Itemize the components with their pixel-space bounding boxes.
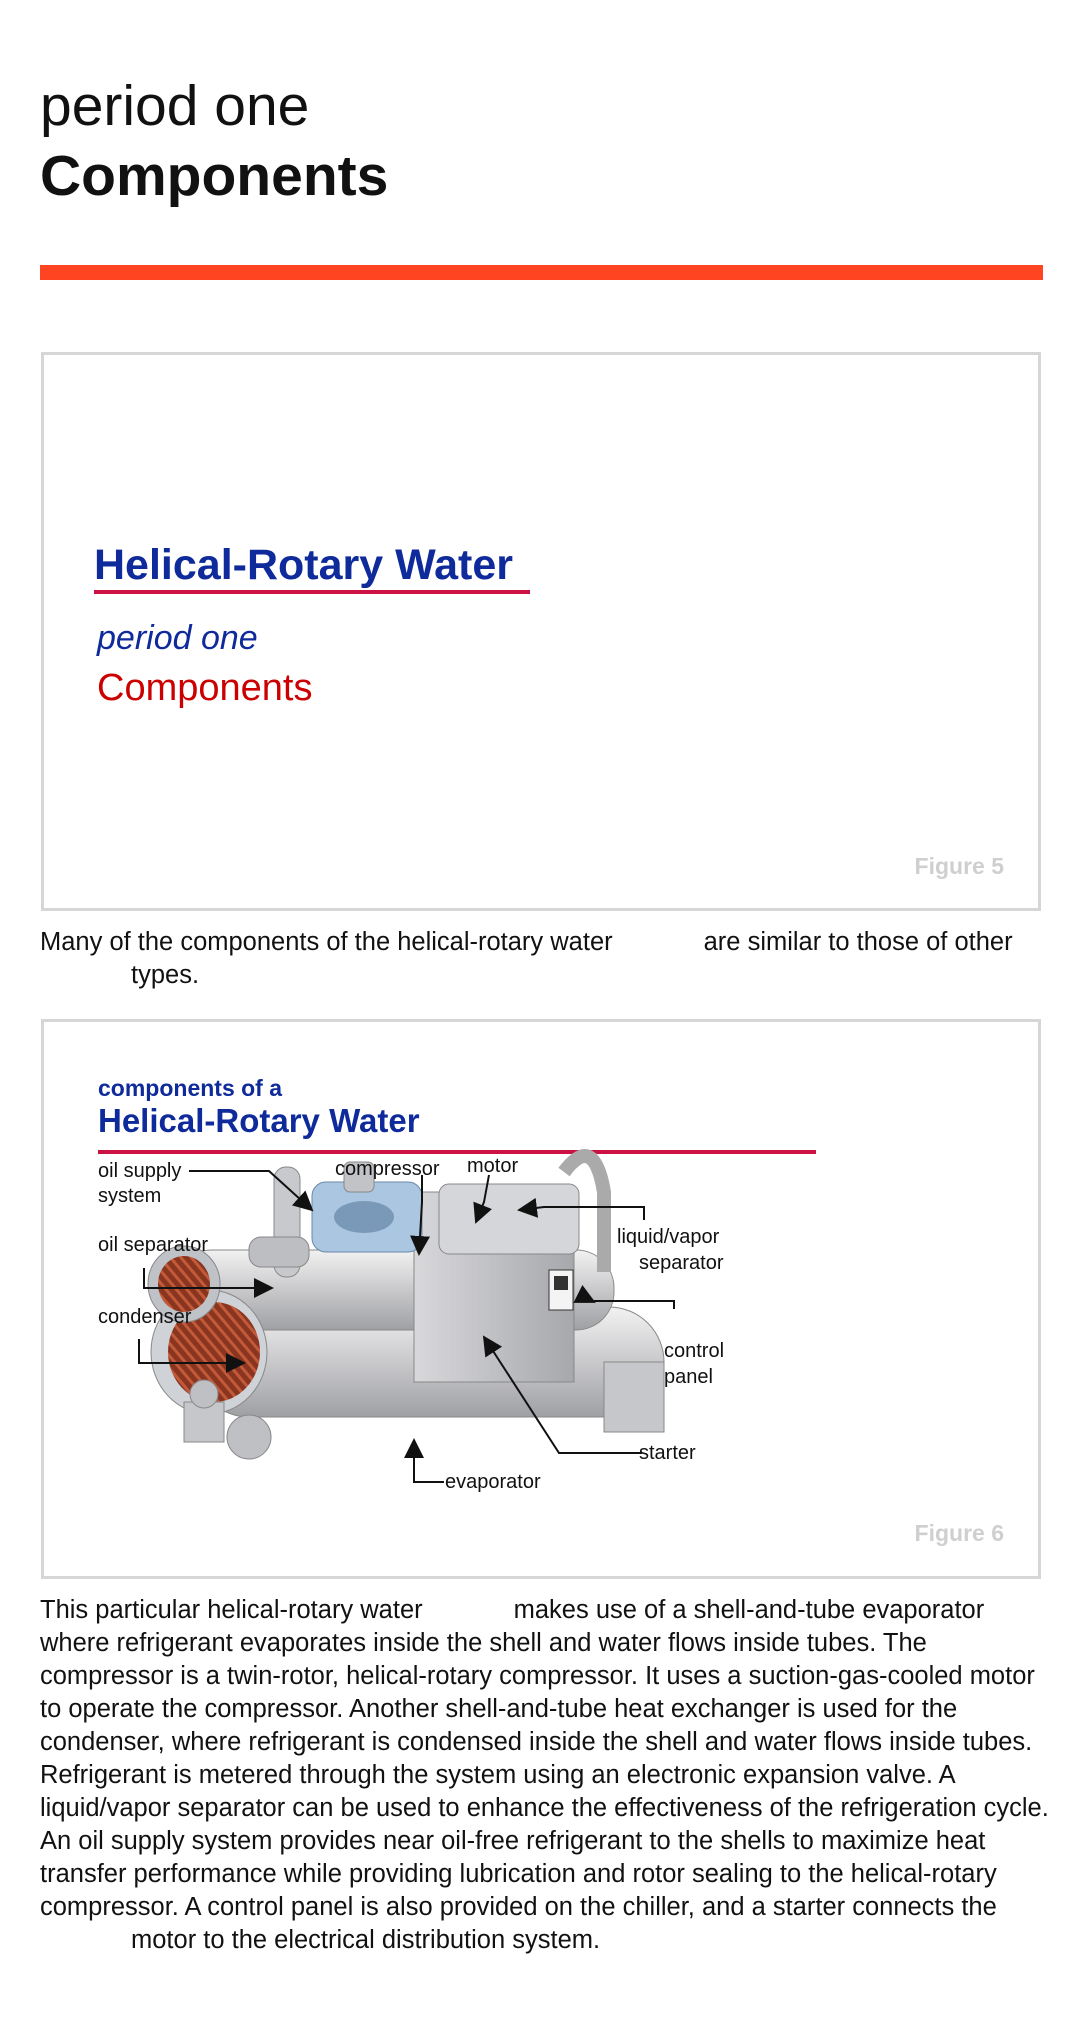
callout-compressor: compressor	[335, 1158, 440, 1180]
chiller-diagram: oil supply system compressor motor liqui…	[98, 1149, 724, 1493]
callout-oil-supply-2: system	[98, 1185, 161, 1207]
paragraph-2-part-3: motor to the electrical distribution sys…	[131, 1926, 601, 1954]
callout-control-panel-2: panel	[664, 1366, 713, 1388]
figure-5: Helical-Rotary Water period one Componen…	[41, 352, 1041, 911]
callout-evaporator: evaporator	[445, 1471, 541, 1493]
paragraph-2-part-1: This particular helical-rotary water	[40, 1596, 423, 1624]
callout-starter: starter	[639, 1442, 696, 1464]
header-period: period one	[40, 74, 310, 138]
slide-title: Helical-Rotary Water	[98, 1102, 420, 1139]
callout-control-panel: control	[664, 1340, 724, 1362]
accent-bar	[40, 265, 1043, 280]
slide-subtitle: components of a	[98, 1075, 283, 1101]
paragraph-1-part-3: types.	[131, 961, 200, 989]
slide-title-rule	[98, 1150, 816, 1154]
slide-title: Helical-Rotary Water	[94, 541, 513, 589]
callout-liquid-vapor: liquid/vapor	[617, 1226, 720, 1248]
figure-6: components of a Helical-Rotary Water	[41, 1019, 1041, 1579]
slide-title-rule	[94, 590, 530, 594]
callout-oil-separator: oil separator	[98, 1234, 208, 1256]
figure-label: Figure 6	[914, 1520, 1004, 1546]
slide-period: period one	[97, 619, 258, 657]
slide-components: Components	[97, 667, 313, 709]
figure-label: Figure 5	[914, 853, 1004, 879]
callout-oil-supply: oil supply	[98, 1160, 181, 1182]
paragraph-1: Many of the components of the helical-ro…	[40, 926, 1050, 992]
paragraph-1-part-2: are similar to those of other	[703, 928, 1013, 956]
callout-condenser: condenser	[98, 1306, 192, 1328]
callout-motor: motor	[467, 1155, 518, 1177]
paragraph-2-part-2: makes use of a shell-and-tube evaporator…	[40, 1596, 1049, 1921]
callout-leaders	[138, 1170, 675, 1483]
paragraph-1-part-1: Many of the components of the helical-ro…	[40, 928, 613, 956]
chiller-illustration	[147, 1149, 665, 1460]
header-title: Components	[40, 144, 389, 208]
callout-liquid-vapor-2: separator	[639, 1252, 724, 1274]
